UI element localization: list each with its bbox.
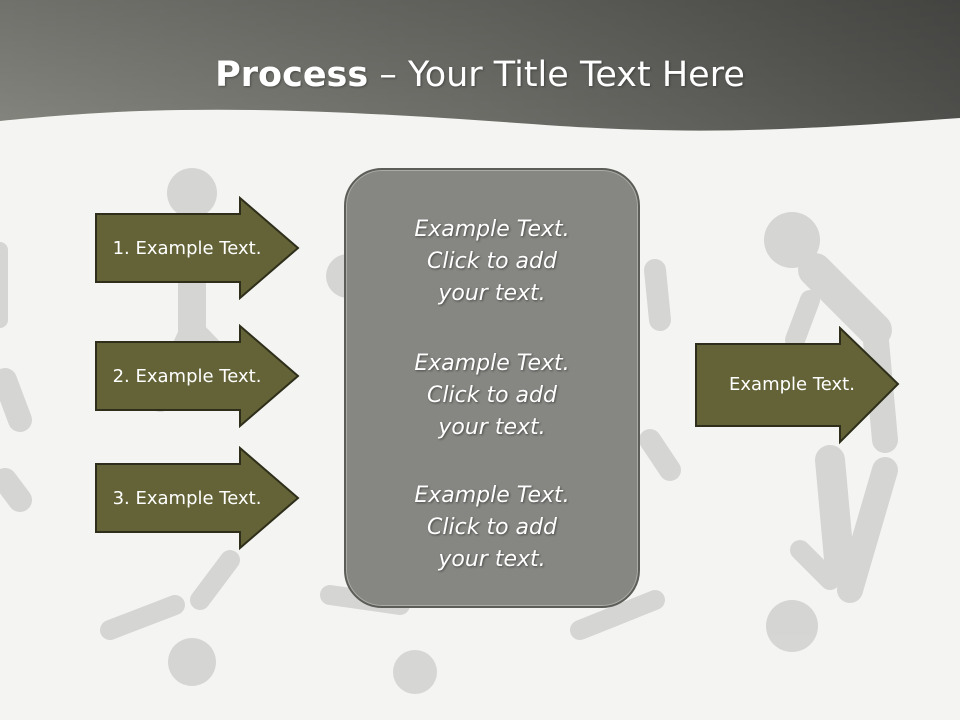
arrow-step-3-label: 3. Example Text. bbox=[112, 487, 262, 509]
box-line: your text. bbox=[438, 281, 546, 306]
box-line: Click to add bbox=[427, 515, 557, 540]
arrow-step-1[interactable]: 1. Example Text. bbox=[94, 196, 300, 300]
arrow-step-2[interactable]: 2. Example Text. bbox=[94, 324, 300, 428]
box-line: Click to add bbox=[427, 383, 557, 408]
title-bold: Process bbox=[215, 55, 369, 95]
box-line: your text. bbox=[438, 415, 546, 440]
center-text-box[interactable]: Example Text. Click to add your text. Ex… bbox=[344, 168, 640, 608]
box-line: Example Text. bbox=[414, 483, 570, 508]
title-rest: – Your Title Text Here bbox=[368, 55, 745, 95]
box-paragraph-3: Example Text. Click to add your text. bbox=[346, 480, 638, 576]
arrow-step-2-label: 2. Example Text. bbox=[112, 365, 262, 387]
box-line: your text. bbox=[438, 547, 546, 572]
arrow-result-label: Example Text. bbox=[729, 373, 855, 395]
arrow-shape bbox=[95, 324, 300, 428]
box-line: Example Text. bbox=[414, 351, 570, 376]
box-line: Click to add bbox=[427, 249, 557, 274]
box-paragraph-1: Example Text. Click to add your text. bbox=[346, 214, 638, 310]
arrow-step-1-label: 1. Example Text. bbox=[112, 237, 262, 259]
box-paragraph-2: Example Text. Click to add your text. bbox=[346, 348, 638, 444]
box-line: Example Text. bbox=[414, 217, 570, 242]
arrow-result[interactable]: Example Text. bbox=[694, 326, 900, 445]
arrow-step-3[interactable]: 3. Example Text. bbox=[94, 446, 300, 550]
slide-title: Process – Your Title Text Here bbox=[0, 52, 960, 98]
arrow-shape bbox=[95, 446, 300, 550]
arrow-shape bbox=[95, 196, 300, 300]
arrow-shape bbox=[695, 326, 900, 445]
